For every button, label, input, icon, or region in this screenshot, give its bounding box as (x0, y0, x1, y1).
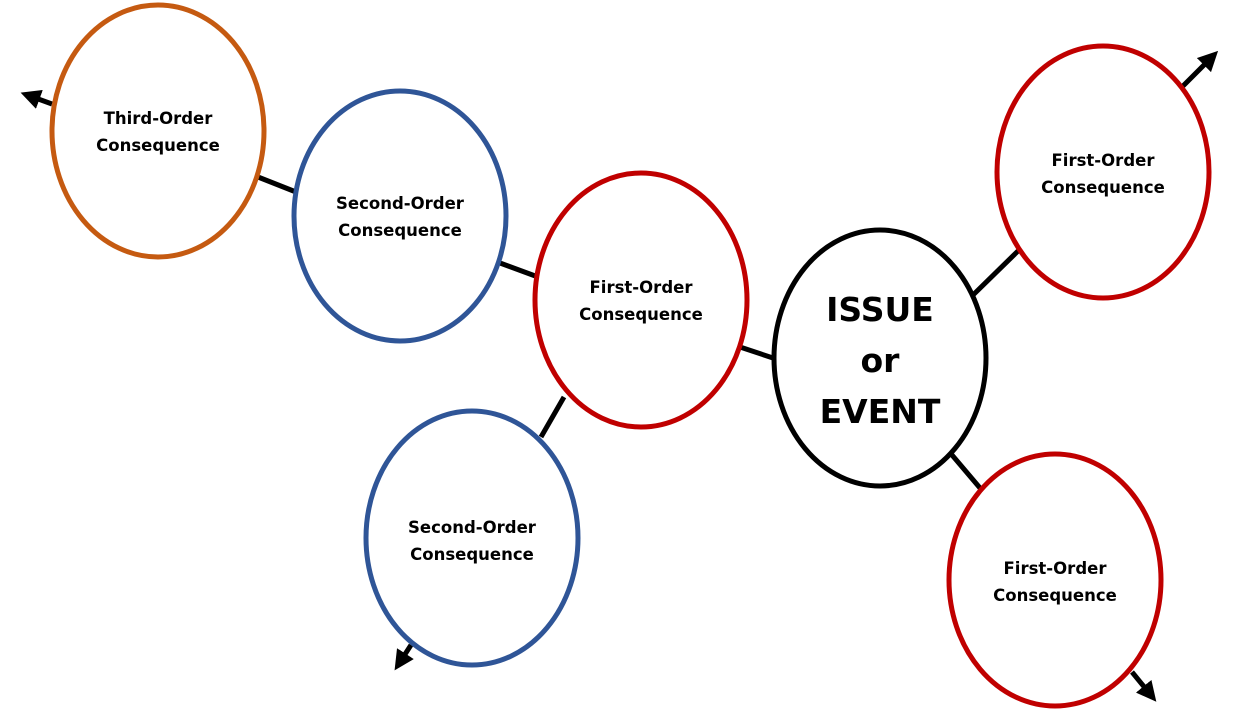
node-issue-or-event: ISSUE or EVENT (771, 227, 989, 489)
node-second-order-top: Second-Order Consequence (291, 88, 509, 344)
node-first-order-bottom-right: First-Order Consequence (946, 451, 1164, 709)
connector-second-to-first (499, 260, 539, 280)
node-issue-line2: or (861, 341, 901, 380)
arrow-bottom-right-outward (1130, 670, 1157, 702)
node-second-order-bottom-line1: Second-Order (408, 518, 537, 537)
node-first-order-center: First-Order Consequence (532, 170, 750, 430)
node-first-order-center-line1: First-Order (590, 278, 694, 297)
arrow-second-bottom-outward (394, 643, 414, 671)
node-first-order-top-right: First-Order Consequence (994, 43, 1212, 301)
node-second-order-top-line2: Consequence (338, 221, 462, 240)
connector-issue-to-top-right (970, 248, 1021, 298)
node-first-order-center-line2: Consequence (579, 305, 703, 324)
node-second-order-bottom: Second-Order Consequence (363, 408, 581, 668)
node-issue-line3: EVENT (820, 392, 941, 431)
node-first-order-top-right-line1: First-Order (1052, 151, 1156, 170)
connector-third-to-second (257, 174, 297, 195)
node-first-order-bottom-right-line1: First-Order (1004, 559, 1108, 578)
connector-first-to-issue (739, 344, 777, 362)
connector-issue-to-bottom-right (950, 453, 982, 490)
node-second-order-top-line1: Second-Order (336, 194, 465, 213)
node-second-order-bottom-line2: Consequence (410, 545, 534, 564)
node-first-order-bottom-right-line2: Consequence (993, 586, 1117, 605)
arrow-third-order-outward (20, 90, 53, 109)
node-third-order-line1: Third-Order (104, 109, 214, 128)
node-issue-line1: ISSUE (826, 290, 934, 329)
arrow-top-right-outward (1181, 50, 1219, 88)
node-third-order: Third-Order Consequence (49, 2, 267, 260)
node-third-order-line2: Consequence (96, 136, 220, 155)
connector-first-to-second-bottom (538, 395, 567, 439)
node-first-order-top-right-line2: Consequence (1041, 178, 1165, 197)
